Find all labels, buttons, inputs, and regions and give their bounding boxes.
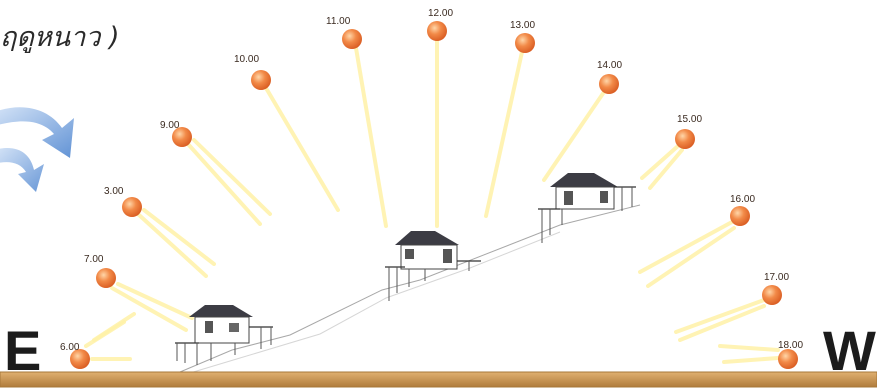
sun-icon [762,285,782,305]
time-label: 6.00 [60,342,80,353]
sun-position: 13.00 [510,20,535,53]
sun-icon [70,349,90,369]
sun-ray [718,344,780,352]
sun-ray [638,220,734,274]
time-label: 18.00 [778,340,803,351]
sun-position: 10.00 [234,54,271,90]
sun-ray [142,208,216,266]
sun-position: 3.00 [104,186,142,217]
house-middle [385,231,481,301]
sun-ray [192,138,272,216]
sun-ray [640,144,680,180]
sun-icon [342,29,362,49]
sun-ray [648,148,684,190]
cold-wind-icon [0,107,74,192]
sun-ray [646,226,736,288]
sun-position: 12.00 [427,8,453,41]
sun-position: 17.00 [762,272,789,305]
sun-icon [675,129,695,149]
sun-ray [264,86,340,212]
sun-ray [678,304,766,342]
sun-position: 18.00 [778,340,803,369]
sun-icon [730,206,750,226]
time-label: 7.00 [84,254,104,265]
sun-position: 6.00 [60,342,90,369]
sun-position: 15.00 [675,114,702,149]
sun-ray [484,50,524,218]
sun-ray [674,298,766,334]
time-label: 17.00 [764,272,789,283]
east-label: E [4,319,41,382]
sun-icon [172,127,192,147]
time-label: 9.00 [160,120,180,131]
time-label: 16.00 [730,194,755,205]
season-title: ฤดูหนาว ) [0,22,120,54]
sun-ray [542,90,606,182]
sun-ray [722,356,780,364]
sun-icon [599,74,619,94]
sun-ray [110,286,188,332]
time-label: 3.00 [104,186,124,197]
sun-ray [186,142,262,226]
hill-profile-shadow [179,231,561,377]
sun-ray [92,312,136,342]
sun-icon [122,197,142,217]
sun-icon [515,33,535,53]
hill-profile-line [179,204,641,373]
house-low [175,305,273,365]
sun-icon [251,70,271,90]
sun-ray [116,282,194,320]
sun-icon [427,21,447,41]
west-label: W [823,319,876,382]
sun-ray [136,212,208,278]
time-label: 11.00 [326,16,351,27]
sun-icon [96,268,116,288]
sun-rays [84,39,780,364]
time-label: 15.00 [677,114,702,125]
sun-position: 7.00 [84,254,116,288]
time-label: 14.00 [597,60,622,71]
sun-position: 16.00 [730,194,755,226]
sun-position: 9.00 [160,120,192,147]
sun-ray [354,46,388,228]
time-label: 10.00 [234,54,259,65]
time-label: 12.00 [428,8,453,19]
sun-markers: 6.00 7.00 3.00 9.00 10.00 11.00 12.00 13.00 14.0… [60,8,803,369]
sun-icon [778,349,798,369]
sun-position: 11.00 [326,16,362,49]
sun-position: 14.00 [597,60,622,94]
time-label: 13.00 [510,20,535,31]
house-high [538,173,636,243]
ground-strip [0,371,877,388]
